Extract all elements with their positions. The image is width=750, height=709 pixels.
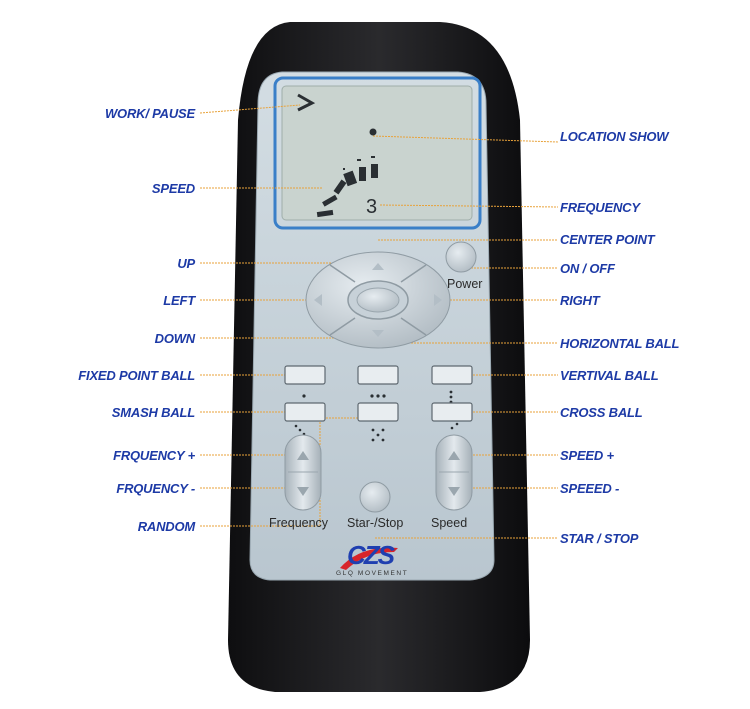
label-right: RIGHT bbox=[560, 293, 600, 308]
label-horizontal-ball: HORIZONTAL BALL bbox=[560, 336, 680, 351]
label-smash-ball: SMASH BALL bbox=[111, 405, 195, 420]
frequency-minus-button[interactable] bbox=[297, 487, 309, 496]
label-speed-minus: SPEEED - bbox=[560, 481, 620, 496]
label-frequency-minus: FRQUENCY - bbox=[116, 481, 195, 496]
label-work-pause: WORK/ PAUSE bbox=[104, 106, 195, 121]
smash-ball-button[interactable] bbox=[284, 402, 326, 422]
speed-label: Speed bbox=[431, 516, 468, 530]
speed-bars-icon bbox=[316, 156, 378, 218]
label-up: UP bbox=[177, 256, 195, 271]
cross-ball-button[interactable] bbox=[431, 402, 473, 422]
speed-minus-button[interactable] bbox=[448, 487, 460, 496]
lcd-frame bbox=[273, 76, 482, 230]
speed-plus-button[interactable] bbox=[448, 451, 460, 460]
dpad bbox=[305, 251, 451, 349]
power-label: Power bbox=[447, 277, 483, 291]
frequency-plus-button[interactable] bbox=[297, 451, 309, 460]
lcd-screen bbox=[281, 85, 473, 221]
brand-swoosh-icon bbox=[340, 547, 398, 570]
label-star-stop: STAR / STOP bbox=[560, 531, 639, 546]
label-speed: SPEED bbox=[151, 181, 195, 196]
location-dot-icon bbox=[369, 128, 377, 136]
label-location-show: LOCATION SHOW bbox=[560, 129, 669, 144]
label-vertival-ball: VERTIVAL BALL bbox=[560, 368, 659, 383]
power-button[interactable] bbox=[445, 241, 477, 273]
arrow-up-icon bbox=[372, 263, 384, 270]
random-ball-button[interactable] bbox=[357, 402, 399, 422]
play-arrow-icon bbox=[297, 93, 316, 112]
start-stop-button[interactable] bbox=[359, 481, 391, 513]
arrow-left-icon bbox=[314, 294, 322, 306]
label-center-point: CENTER POINT bbox=[560, 232, 655, 247]
label-left: LEFT bbox=[163, 293, 195, 308]
label-frequency: FREQUENCY bbox=[560, 200, 640, 215]
label-frequency-plus: FRQUENCY + bbox=[113, 448, 195, 463]
label-random: RANDOM bbox=[137, 519, 195, 534]
brand-logo: CZS bbox=[347, 540, 395, 570]
start-stop-label: Star-/Stop bbox=[347, 516, 404, 530]
label-fixed-point-ball: FIXED POINT BALL bbox=[78, 368, 195, 383]
arrow-right-icon bbox=[434, 294, 442, 306]
vertival-ball-button[interactable] bbox=[431, 365, 473, 385]
label-on-off: ON / OFF bbox=[560, 261, 615, 276]
horizontal-ball-button[interactable] bbox=[357, 365, 399, 385]
fixed-point-ball-button[interactable] bbox=[284, 365, 326, 385]
brand-subtitle: GLQ MOVEMENT bbox=[336, 570, 409, 577]
label-speed-plus: SPEED + bbox=[560, 448, 614, 463]
lcd-frequency-digit: 3 bbox=[366, 196, 378, 218]
label-cross-ball: CROSS BALL bbox=[560, 405, 643, 420]
label-down: DOWN bbox=[154, 331, 196, 346]
arrow-down-icon bbox=[372, 330, 384, 337]
frequency-label: Frequency bbox=[269, 516, 329, 530]
